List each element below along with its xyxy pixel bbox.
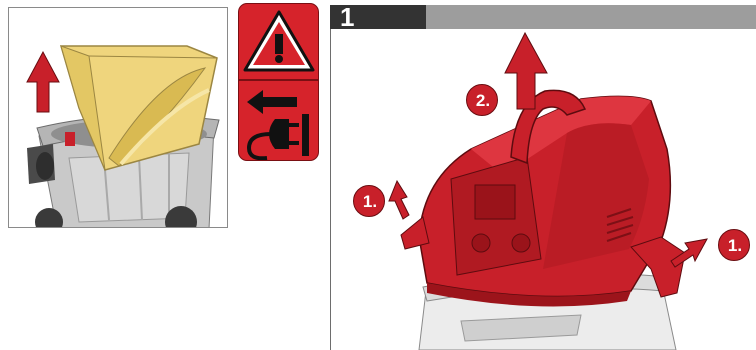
filter-bag-removal-illustration <box>8 7 228 228</box>
warning-triangle-icon <box>245 12 313 70</box>
head-removal-illustration: 2. 1. 1. <box>331 29 756 350</box>
step-header-bar <box>426 5 756 29</box>
arrow-left-icon <box>247 90 297 114</box>
callout-2-lift-head: 2. <box>466 84 498 116</box>
step-number: 1 <box>340 3 354 31</box>
power-plug-icon <box>249 114 309 158</box>
callout-1-left-latch: 1. <box>353 185 385 217</box>
step-header: 1 <box>330 5 756 29</box>
step-number-box: 1 <box>330 5 426 29</box>
lift-arrow-icon <box>27 52 59 112</box>
filter-bag-drawing <box>9 8 228 228</box>
vacuum-head-drawing <box>331 29 756 350</box>
warning-symbols <box>239 4 319 161</box>
callout-1-right-latch: 1. <box>718 229 750 261</box>
unplug-warning-sign <box>238 3 319 161</box>
